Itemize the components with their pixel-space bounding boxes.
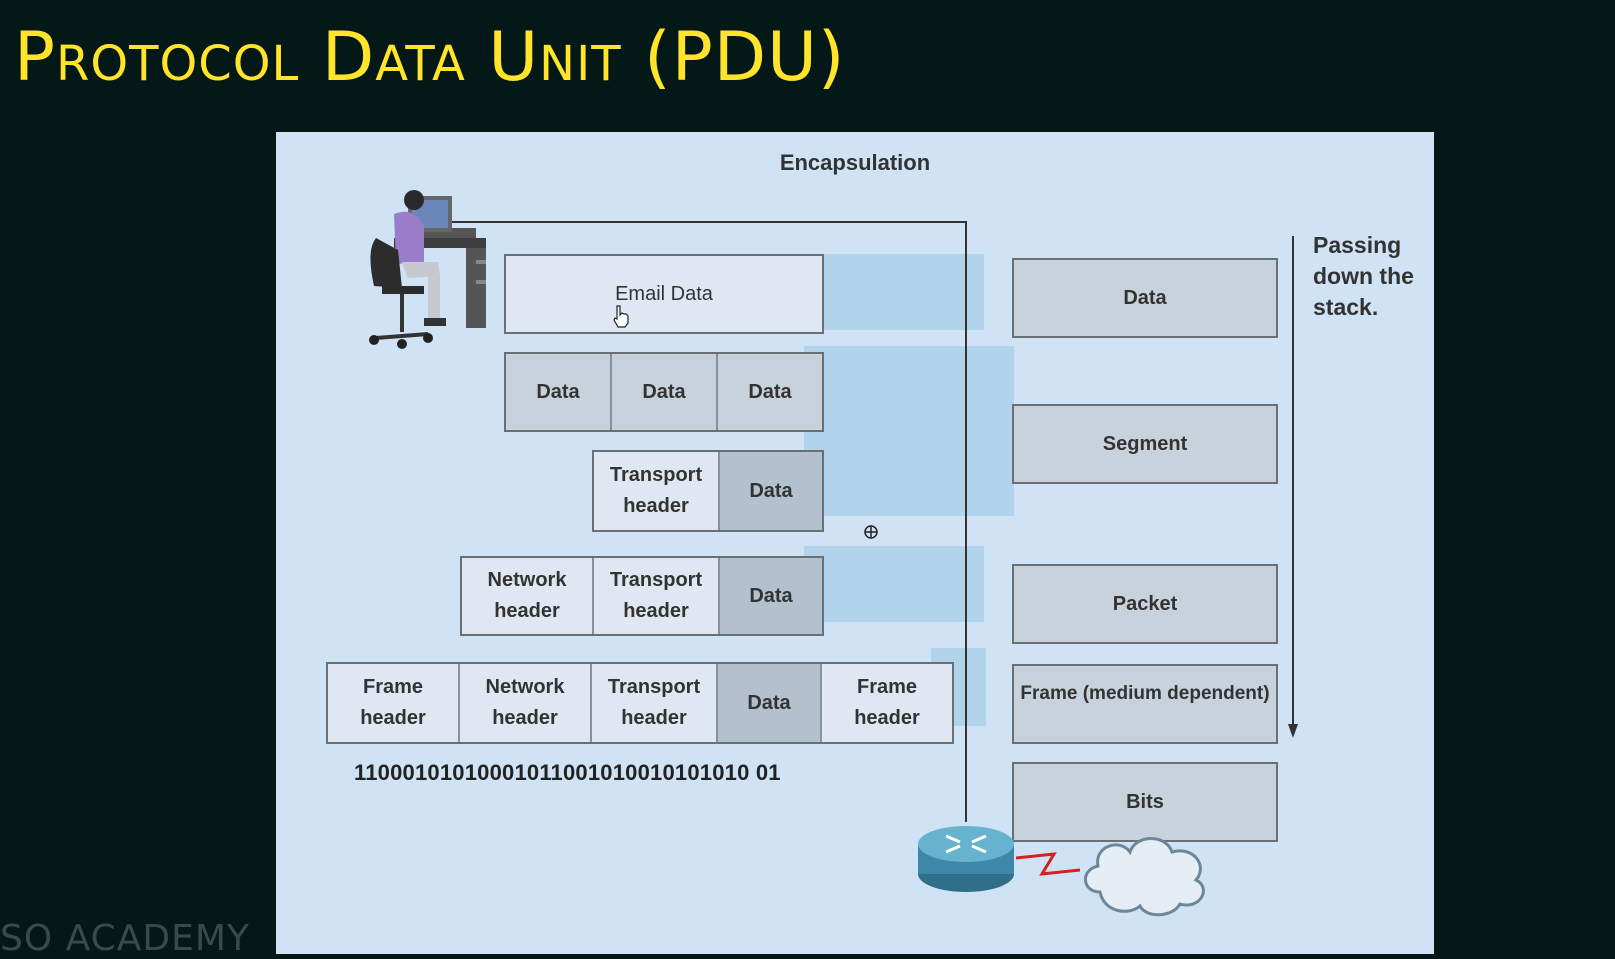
cloud-icon bbox=[1084, 837, 1205, 917]
user-at-computer-icon bbox=[369, 190, 486, 349]
side-note-line: down the bbox=[1313, 263, 1414, 289]
hand-cursor-icon bbox=[613, 305, 629, 328]
band-packet bbox=[804, 546, 984, 622]
frame-trailer-cell: Frame header bbox=[854, 676, 920, 729]
pdu-label-data: Data bbox=[1012, 258, 1278, 338]
segment-row: Transport header Data bbox=[592, 450, 824, 532]
data-cell: Data bbox=[506, 354, 612, 430]
data-cell: Data bbox=[612, 354, 718, 430]
pdu-label-packet: Packet bbox=[1012, 564, 1278, 644]
pdu-label-frame: Frame (medium dependent) bbox=[1012, 664, 1278, 744]
slide-title: Protocol Data Unit (PDU) bbox=[14, 18, 846, 97]
data-cell: Data bbox=[748, 380, 792, 403]
frame-row: Frame header Network header Transport he… bbox=[326, 662, 954, 744]
email-data-label: Email Data bbox=[615, 282, 713, 305]
side-note-line: Passing bbox=[1313, 232, 1402, 258]
encapsulation-diagram: Encapsulation Email Data Da bbox=[276, 132, 1434, 954]
diagram-lines bbox=[426, 221, 1298, 822]
frame-header-cell: Frame header bbox=[328, 664, 460, 742]
serial-link-icon bbox=[1015, 852, 1081, 876]
passing-down-note: Passing down the stack. bbox=[1313, 230, 1414, 323]
data-cell: Data bbox=[720, 452, 822, 530]
side-note-line: stack. bbox=[1313, 294, 1379, 320]
pdu-label-text: Segment bbox=[1102, 432, 1188, 455]
pdu-label-segment: Segment bbox=[1012, 404, 1278, 484]
band-segment bbox=[804, 346, 1014, 516]
data-cell: Data bbox=[718, 664, 822, 742]
router-icon bbox=[918, 826, 1014, 892]
email-data-box: Email Data bbox=[504, 254, 824, 334]
network-header-cell: Network header bbox=[460, 664, 592, 742]
diagram-title: Encapsulation bbox=[779, 150, 931, 175]
data-cell: Data bbox=[720, 558, 822, 634]
transport-header-cell: Transport header bbox=[592, 664, 718, 742]
network-header-cell: Network header bbox=[462, 558, 594, 634]
band-data bbox=[804, 254, 984, 330]
watermark: SO ACADEMY bbox=[0, 918, 250, 959]
pdu-label-text: Packet bbox=[1112, 592, 1178, 615]
crosshair-cursor-icon bbox=[864, 525, 878, 539]
pdu-label-bits: Bits bbox=[1012, 762, 1278, 842]
pdu-label-text: Data bbox=[1123, 286, 1167, 309]
transport-header-cell: Transport header bbox=[594, 452, 720, 530]
pdu-label-text: Frame (medium dependent) bbox=[1020, 683, 1270, 704]
bits-string: 11000101010001011001010010101010 01 bbox=[354, 760, 781, 785]
pdu-label-text: Bits bbox=[1126, 790, 1164, 813]
split-data-row: Data Data Data bbox=[504, 352, 824, 432]
packet-row: Network header Transport header Data bbox=[460, 556, 824, 636]
transport-header-cell: Transport header bbox=[594, 558, 720, 634]
